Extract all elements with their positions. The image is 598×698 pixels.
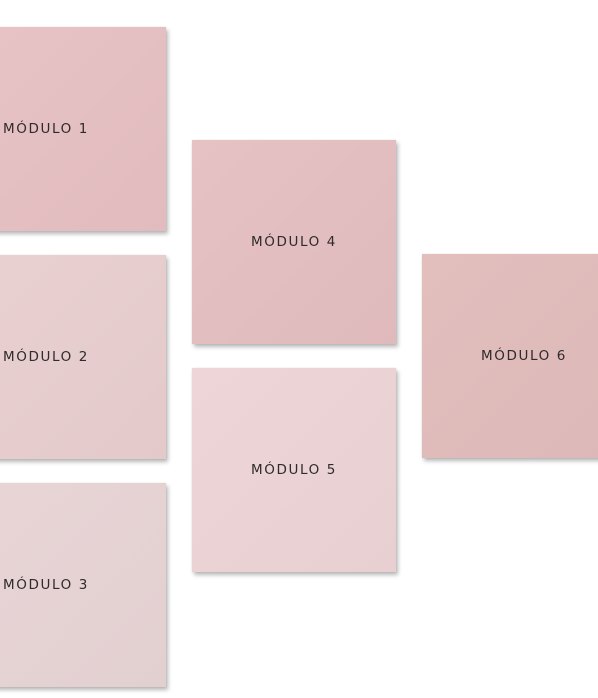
- module-1-card[interactable]: MÓDULO 1: [0, 27, 166, 231]
- module-6-label: MÓDULO 6: [481, 348, 567, 364]
- module-5-card[interactable]: MÓDULO 5: [192, 368, 396, 572]
- module-2-label: MÓDULO 2: [3, 349, 89, 365]
- module-4-label: MÓDULO 4: [251, 234, 337, 250]
- module-5-label: MÓDULO 5: [251, 462, 337, 478]
- module-3-card[interactable]: MÓDULO 3: [0, 483, 166, 687]
- module-3-label: MÓDULO 3: [3, 577, 89, 593]
- module-6-card[interactable]: MÓDULO 6: [422, 254, 598, 458]
- module-4-card[interactable]: MÓDULO 4: [192, 140, 396, 344]
- module-1-label: MÓDULO 1: [3, 121, 89, 137]
- module-2-card[interactable]: MÓDULO 2: [0, 255, 166, 459]
